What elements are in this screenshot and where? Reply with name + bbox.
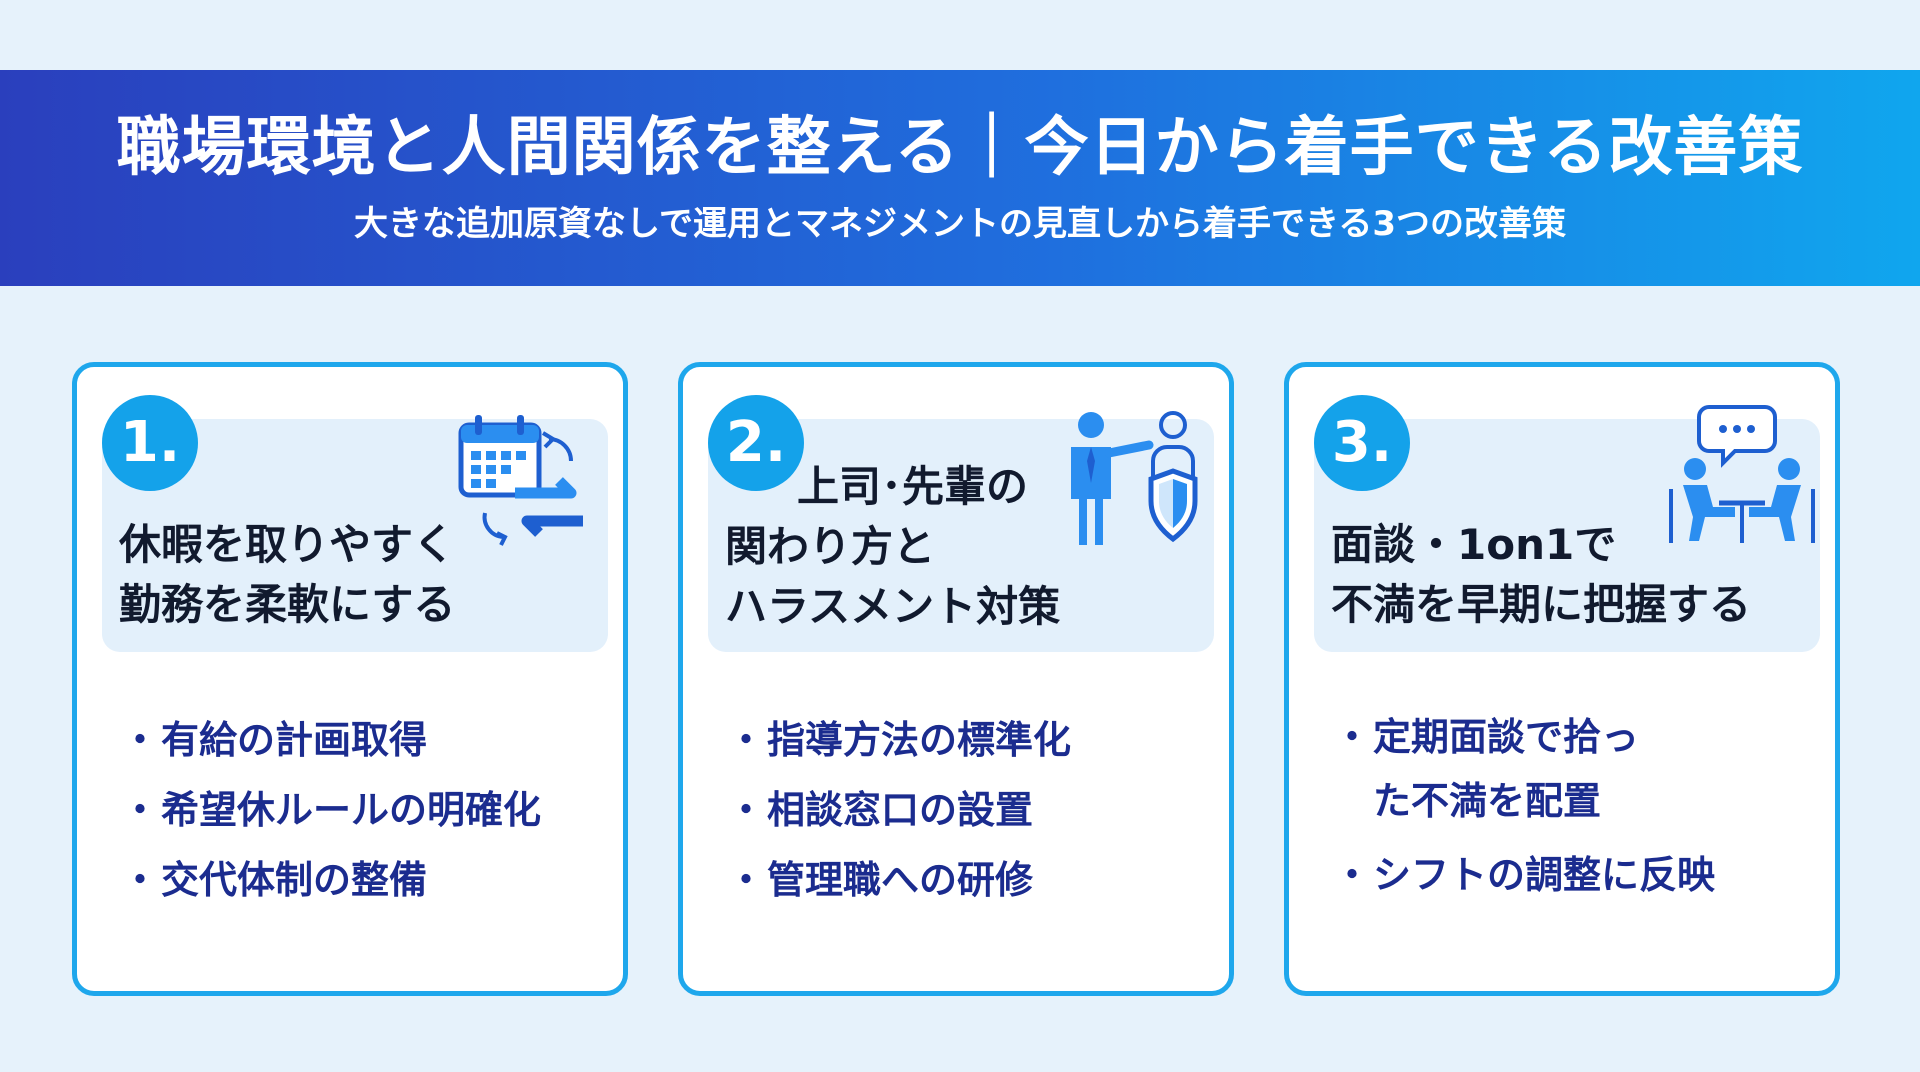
bullet-list: 有給の計画取得 希望休ルールの明確化 交代体制の整備	[121, 705, 541, 915]
list-item: 有給の計画取得	[121, 705, 541, 775]
card-title-line: 上司･先輩の	[797, 462, 1029, 511]
card-title-line: 関わり方と	[725, 522, 936, 571]
list-item: 管理職への研修	[727, 845, 1071, 915]
number-badge: 3.	[1314, 395, 1410, 491]
list-item: シフトの調整に反映	[1333, 843, 1715, 907]
card-vacation: 1. 休暇を取りやすく 勤務を柔軟にする 有給の計画取得 希望休ルールの明確化 …	[72, 362, 628, 996]
bullet-list: 指導方法の標準化 相談窓口の設置 管理職への研修	[727, 705, 1071, 915]
card-title-line: 休暇を取りやすく	[119, 520, 456, 569]
card-title: 面談・1on1で 不満を早期に把握する	[1331, 515, 1751, 635]
card-title-line: 勤務を柔軟にする	[119, 580, 456, 629]
card-title: 上司･先輩の 関わり方と ハラスメント対策	[725, 457, 1060, 637]
presenter-shield-icon	[1061, 403, 1201, 553]
list-item: 指導方法の標準化	[727, 705, 1071, 775]
meeting-chat-icon	[1667, 399, 1817, 549]
list-item-text: 定期面談で拾った不満を配置	[1373, 715, 1640, 823]
bullet-list: 定期面談で拾った不満を配置 シフトの調整に反映	[1333, 705, 1715, 917]
card-title-line: 面談・1on1で	[1331, 520, 1617, 569]
card-title-line: 不満を早期に把握する	[1331, 580, 1752, 629]
list-item: 交代体制の整備	[121, 845, 541, 915]
card-title: 休暇を取りやすく 勤務を柔軟にする	[119, 515, 455, 635]
list-item: 相談窓口の設置	[727, 775, 1071, 845]
list-item: 定期面談で拾った不満を配置	[1333, 705, 1715, 833]
card-title-line: ハラスメント対策	[725, 582, 1061, 631]
page-title: 職場環境と人間関係を整える｜今日から着手できる改善策	[116, 111, 1804, 185]
card-meeting: 3. 面談・1on1で 不満を早期に把握する 定期面談で拾った不満を配置 シフト…	[1284, 362, 1840, 996]
number-badge: 2.	[708, 395, 804, 491]
calendar-sync-icon	[455, 409, 595, 549]
header-banner: 職場環境と人間関係を整える｜今日から着手できる改善策 大きな追加原資なしで運用と…	[0, 70, 1920, 286]
list-item: 希望休ルールの明確化	[121, 775, 541, 845]
card-harassment: 2. 上司･先輩の 関わり方と ハラスメント対策 指導方法の標準化 相談窓口の設…	[678, 362, 1234, 996]
number-badge: 1.	[102, 395, 198, 491]
page-subtitle: 大きな追加原資なしで運用とマネジメントの見直しから着手できる3つの改善策	[354, 204, 1566, 244]
